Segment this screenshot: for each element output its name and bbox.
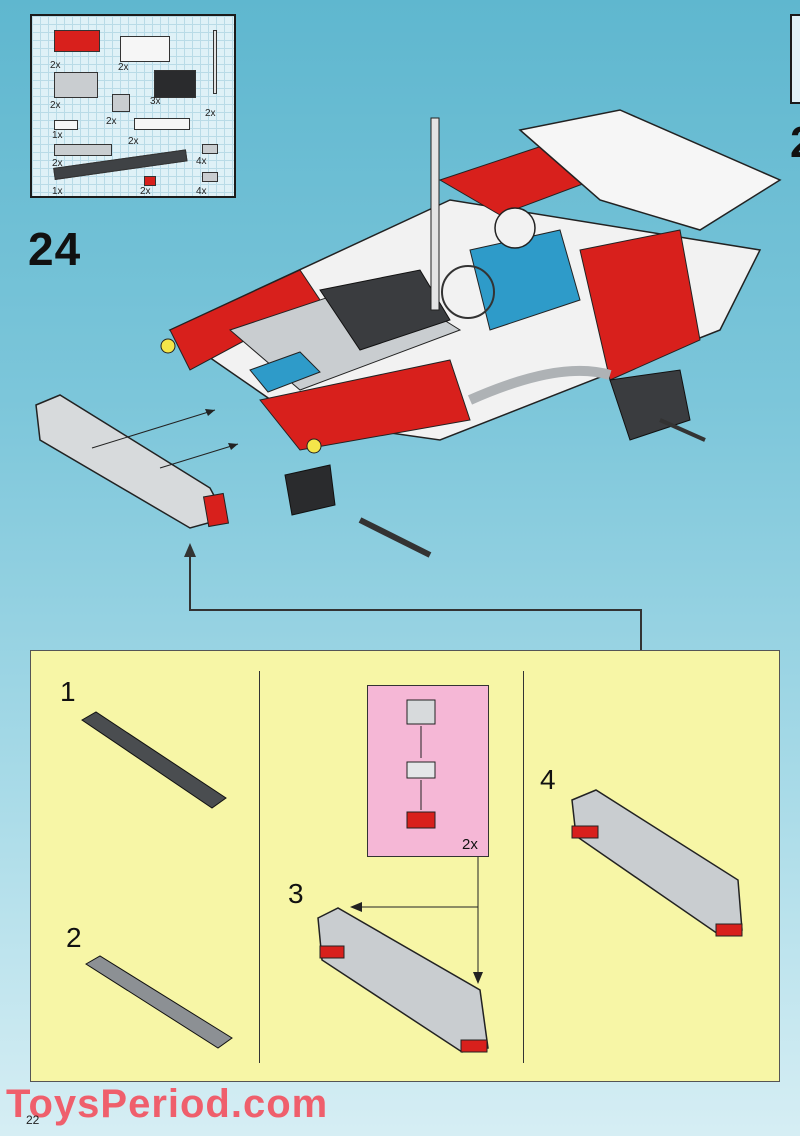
clip-part — [202, 172, 218, 182]
substep-label-3: 3 — [288, 878, 304, 909]
callout-red-plate — [406, 811, 436, 829]
blue-seat — [249, 351, 321, 393]
attach-arrowhead-lower — [228, 443, 238, 450]
chassis-red-front — [259, 359, 471, 451]
part-quantity: 1x — [52, 186, 63, 197]
hinge-part — [112, 94, 130, 112]
exhaust-pipe — [467, 365, 612, 405]
step4-red-cap-right — [715, 923, 743, 937]
attach-arrowhead-upper — [205, 409, 215, 416]
mini-assembly-multiplier: 2x — [462, 836, 478, 853]
headlight-left — [160, 338, 176, 354]
attach-arrow-lower — [159, 443, 239, 469]
antenna — [430, 117, 440, 311]
white-tile-part — [54, 120, 78, 130]
main-model-illustration — [35, 109, 782, 650]
bumper-red-cap — [202, 492, 230, 528]
light-gray-brick-part — [54, 72, 98, 98]
callout-hinge-piece — [406, 699, 436, 725]
flywheel — [441, 265, 495, 319]
antenna-part — [213, 30, 217, 94]
part-quantity: 1x — [52, 130, 63, 141]
substep-label-1: 1 — [60, 676, 76, 707]
next-step-inventory-edge — [790, 14, 800, 104]
white-brick-part — [120, 36, 170, 62]
part-quantity: 2x — [106, 116, 117, 127]
step3-red-cap-left — [319, 945, 345, 959]
substep-label-4: 4 — [540, 764, 556, 795]
part-quantity: 2x — [50, 100, 61, 111]
step2-gray-plate — [85, 955, 233, 1049]
subassembly-connector-arrow — [189, 555, 642, 650]
step3-arrowhead-horizontal — [350, 902, 362, 912]
step3-bumper — [317, 907, 489, 1053]
headlight-right — [306, 438, 322, 454]
watermark: ToysPeriod.com — [6, 1082, 329, 1126]
part-quantity: 3x — [150, 96, 161, 107]
clip-plate-part — [202, 144, 218, 154]
dark-gray-front-block — [284, 464, 336, 516]
next-step-number-partial: 2 — [790, 118, 800, 168]
parts-inventory: 2x 2x 2x 2x 3x 2x 1x 2x 2x 4x 1x 2x 4x — [30, 14, 236, 198]
step3-red-cap-right — [460, 1039, 488, 1053]
dark-gray-brick-part — [154, 70, 196, 98]
rear-axle — [659, 418, 706, 442]
part-quantity: 2x — [140, 186, 151, 197]
front-axle — [358, 517, 432, 558]
white-roof-block — [518, 109, 782, 231]
dark-gray-bricks — [319, 269, 451, 351]
subassembly-connector-arrowhead — [184, 543, 196, 557]
part-quantity: 4x — [196, 186, 207, 197]
engine-fan — [494, 207, 536, 249]
red-brick-part — [54, 30, 100, 52]
page-number: 22 — [26, 1113, 40, 1127]
step3-arrowhead-vertical — [473, 972, 483, 984]
step4-bumper — [571, 789, 743, 935]
substep-label-2: 2 — [66, 922, 82, 953]
part-quantity: 2x — [52, 158, 63, 169]
panel-divider-left — [259, 671, 260, 1063]
part-quantity: 2x — [128, 136, 139, 147]
step1-dark-plate — [81, 711, 227, 809]
red-small-plate-part — [144, 176, 156, 186]
part-quantity: 4x — [196, 156, 207, 167]
panel-divider-right — [523, 671, 524, 1063]
step4-red-cap-left — [571, 825, 599, 839]
part-quantity: 2x — [50, 60, 61, 71]
chassis-red-right — [579, 229, 701, 381]
light-gray-tile-part — [54, 144, 112, 156]
white-plate-part — [134, 118, 190, 130]
part-quantity: 2x — [118, 62, 129, 73]
part-quantity: 2x — [205, 108, 216, 119]
attach-arrow-upper — [91, 409, 216, 449]
callout-light-plate — [406, 761, 436, 779]
step-number: 24 — [28, 223, 82, 275]
